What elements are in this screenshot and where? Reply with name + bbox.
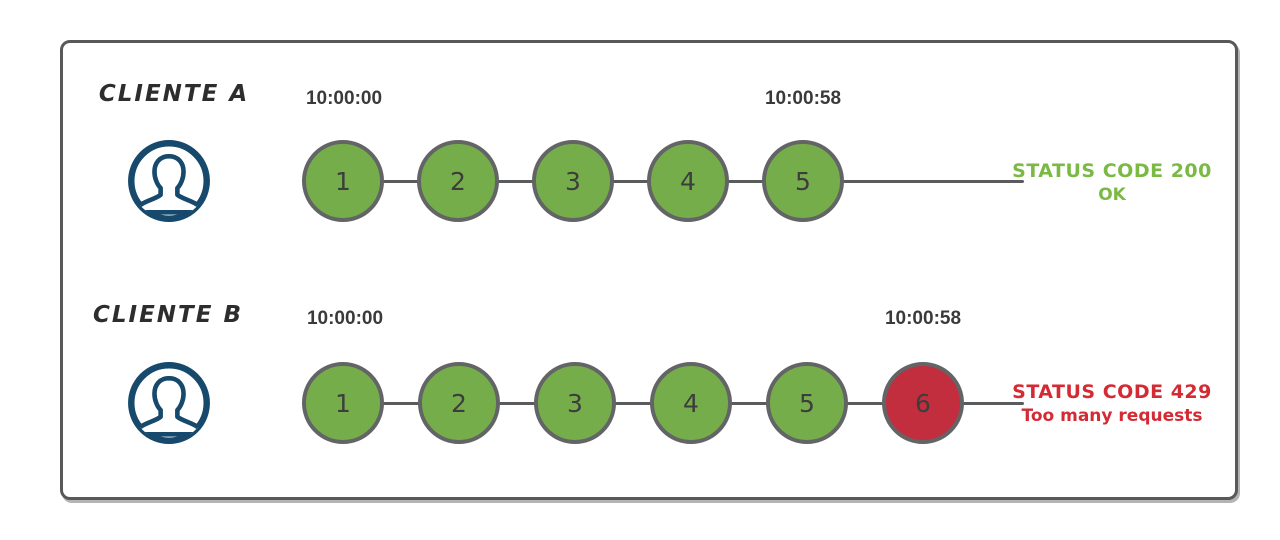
request-circle: 4 — [650, 362, 732, 444]
request-circle: 1 — [302, 140, 384, 222]
request-circle: 5 — [766, 362, 848, 444]
request-circle: 5 — [762, 140, 844, 222]
client-b-label: CLIENTE B — [93, 302, 243, 328]
status-code-text: STATUS CODE 429 — [1012, 381, 1212, 403]
status-message-text: OK — [1098, 185, 1126, 205]
timestamp-start: 10:00:00 — [306, 308, 384, 329]
timestamp-end: 10:00:58 — [884, 308, 962, 329]
request-circle-blocked: 6 — [882, 362, 964, 444]
status-label: STATUS CODE 200 OK — [1007, 159, 1217, 207]
request-circle: 2 — [417, 140, 499, 222]
timestamp-end: 10:00:58 — [764, 88, 842, 109]
timestamp-start: 10:00:00 — [305, 88, 383, 109]
status-label: STATUS CODE 429 Too many requests — [1007, 380, 1217, 428]
request-circle: 1 — [302, 362, 384, 444]
request-circle: 4 — [647, 140, 729, 222]
client-a-label: CLIENTE A — [98, 81, 250, 107]
request-circle: 3 — [534, 362, 616, 444]
request-circle: 2 — [418, 362, 500, 444]
user-avatar-icon — [123, 357, 215, 449]
diagram-frame: CLIENTE A 10:00:00 10:00:58 1 2 3 4 5 ST… — [60, 40, 1238, 500]
status-code-text: STATUS CODE 200 — [1012, 160, 1212, 182]
status-message-text: Too many requests — [1021, 406, 1203, 426]
request-circle: 3 — [532, 140, 614, 222]
user-avatar-icon — [123, 135, 215, 227]
